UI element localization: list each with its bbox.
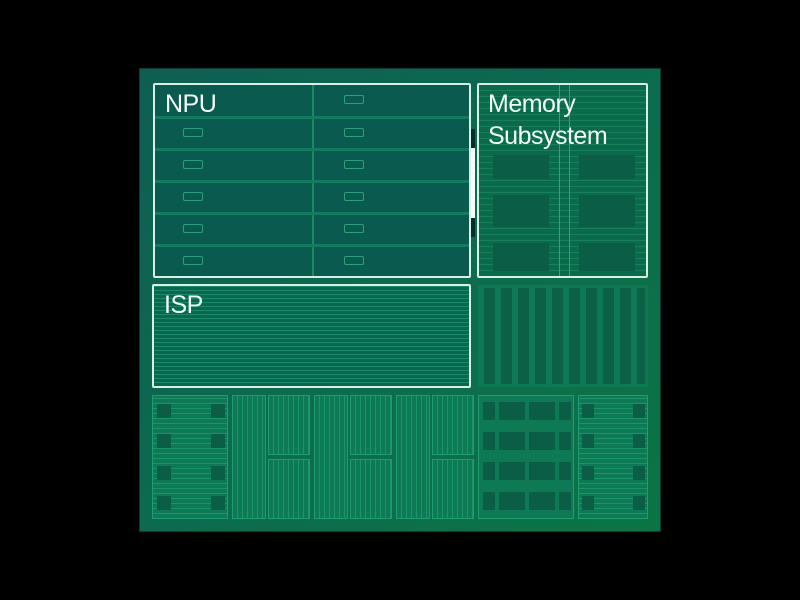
- npu-core-grid: [155, 85, 469, 276]
- npu-label: NPU: [165, 90, 217, 118]
- memory-subsystem-block: Memory Subsystem: [477, 83, 648, 278]
- memory-label-line2: Subsystem: [488, 122, 608, 150]
- interconnect-bar: [471, 148, 475, 218]
- bottom-logic-block: [152, 395, 648, 519]
- npu-block: NPU: [153, 83, 471, 278]
- chip-die: NPU Memory Subsystem ISP: [140, 69, 660, 531]
- memory-banks: [479, 85, 646, 276]
- isp-block: ISP: [152, 284, 471, 388]
- isp-label: ISP: [164, 291, 203, 319]
- memory-label-line1: Memory: [488, 90, 576, 118]
- cache-grid-block: [478, 285, 648, 387]
- interconnect-bar-dark: [471, 129, 475, 148]
